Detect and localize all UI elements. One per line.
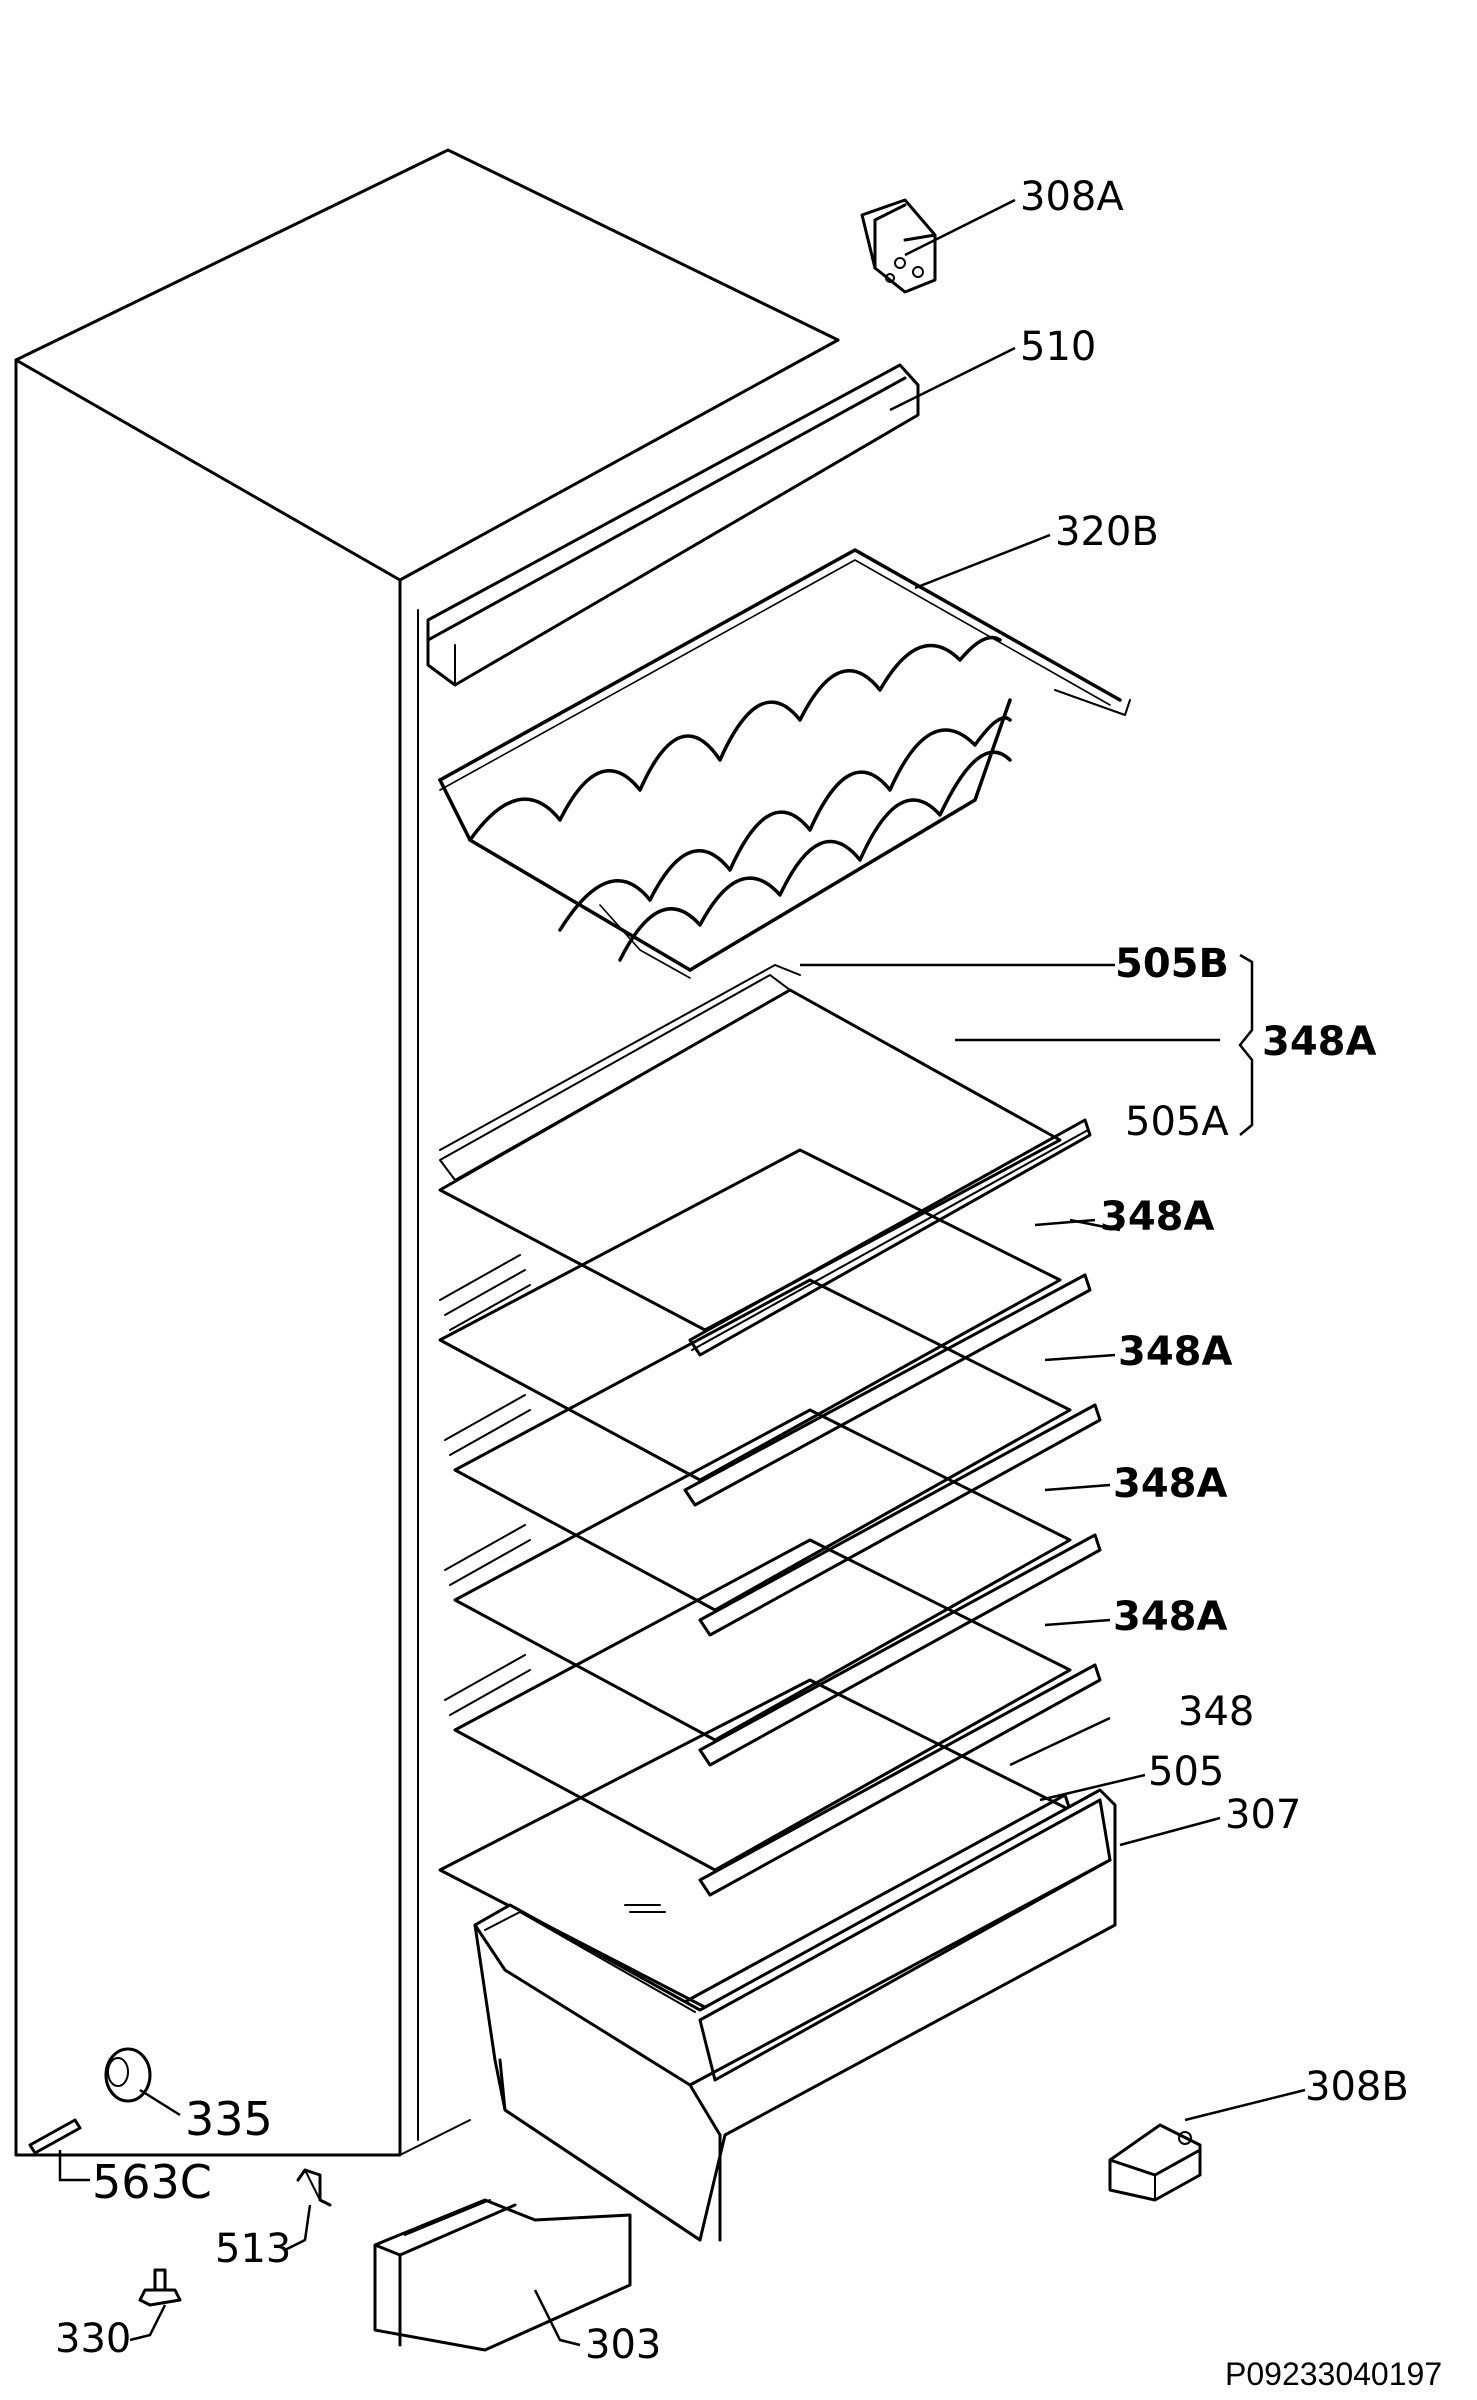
label-trim-505a: 505A (1125, 1099, 1229, 1145)
glass-shelf-3 (444, 1278, 1102, 1637)
label-trim-510: 510 (1020, 324, 1096, 370)
drawing-code: P09233040197 (1225, 2356, 1442, 2392)
label-bracket-513: 513 (215, 2226, 291, 2272)
label-foot-roller-335: 335 (185, 2092, 273, 2146)
label-shelf-3-348a: 348A (1118, 1329, 1232, 1375)
label-shelf-2-348a: 348A (1100, 1194, 1214, 1240)
label-trim-505: 505 (1148, 1749, 1224, 1795)
foot-roller-335 (104, 2047, 152, 2103)
bottom-hinge-308b (1108, 2123, 1202, 2202)
label-trim-505b: 505B (1115, 941, 1229, 987)
label-hinge-308a: 308A (1020, 174, 1124, 220)
label-hinge-308b: 308B (1305, 2064, 1409, 2110)
kick-plate-303 (373, 2198, 632, 2352)
bottle-rack-320b (438, 548, 1131, 979)
label-shelf-assembly-348a: 348A (1262, 1019, 1376, 1065)
bracket-513 (296, 2168, 332, 2207)
crisper-drawer-307 (473, 1788, 1117, 2242)
top-hinge-308a (860, 198, 937, 294)
glass-shelf-1 (438, 964, 1092, 1357)
refrigerator-cabinet (14, 148, 840, 2157)
top-trim-510 (426, 363, 920, 687)
label-shelf-4-348a: 348A (1113, 1461, 1227, 1507)
glass-shelf-4 (444, 1408, 1102, 1767)
screw-foot-330 (138, 2268, 182, 2307)
label-kick-plate-303: 303 (585, 2322, 661, 2368)
glass-shelf-5 (444, 1538, 1102, 1897)
label-bottle-rack-320b: 320B (1055, 509, 1159, 555)
leader-lines (58, 198, 1306, 2347)
label-crisper-drawer-307: 307 (1225, 1792, 1301, 1838)
label-crisper-cover-348: 348 (1178, 1689, 1254, 1735)
label-screw-330: 330 (55, 2316, 131, 2362)
glass-shelf-2 (438, 1148, 1092, 1507)
label-pin-563c: 563C (92, 2155, 212, 2209)
label-shelf-5-348a: 348A (1113, 1594, 1227, 1640)
callout-labels: 308A 510 320B 505B 348A 505A 348A 348A 3… (55, 174, 1442, 2392)
pin-563c (28, 2118, 82, 2155)
